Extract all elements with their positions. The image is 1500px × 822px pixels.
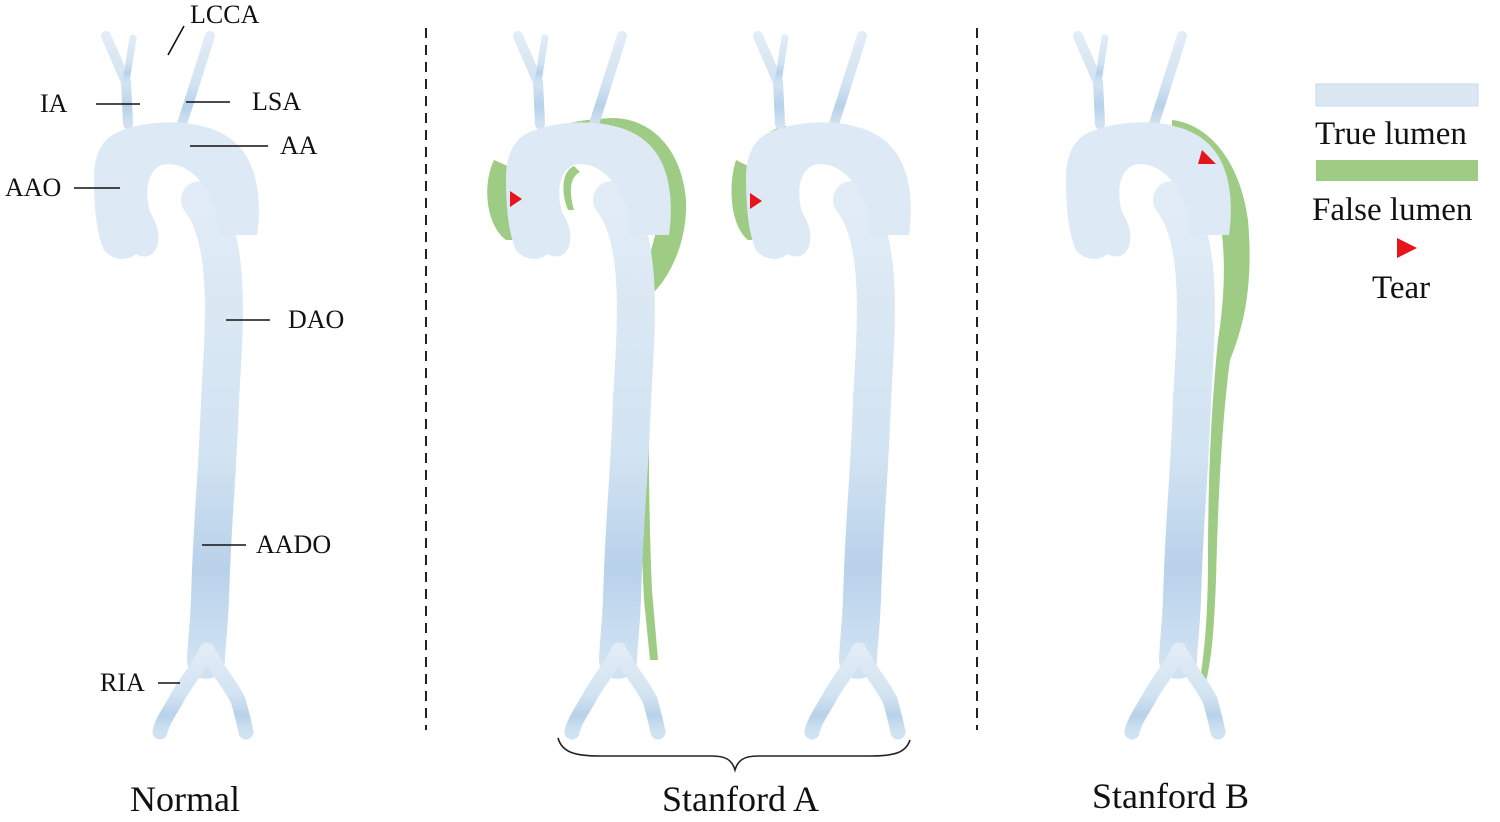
separators: [425, 28, 978, 730]
annotation-lines: [74, 25, 270, 684]
anatomy-labels: LCCA IA LSA AA AAO DAO AADO RIA: [5, 0, 344, 697]
label-lsa: LSA: [252, 87, 301, 116]
tear-marker-b: [1198, 150, 1216, 164]
legend-tear-icon: [1397, 238, 1417, 258]
legend-false-lumen-swatch: [1316, 160, 1478, 181]
legend-true-lumen-label: True lumen: [1315, 116, 1467, 152]
stanford-a-aorta-2: [732, 36, 911, 732]
label-aa: AA: [280, 131, 318, 160]
captions: Normal Stanford A Stanford B: [130, 776, 1249, 819]
legend: True lumen False lumen Tear: [1312, 83, 1479, 306]
caption-normal: Normal: [130, 779, 240, 817]
normal-aorta: [94, 36, 259, 732]
label-aao: AAO: [5, 173, 61, 202]
legend-true-lumen-swatch: [1315, 83, 1479, 107]
label-ria: RIA: [100, 668, 145, 697]
legend-false-lumen-label: False lumen: [1312, 192, 1472, 228]
caption-stanford-a: Stanford A: [662, 779, 819, 817]
stanford-a-aorta-1: [487, 36, 686, 732]
tear-marker-a2: [750, 193, 762, 209]
label-dao: DAO: [288, 305, 344, 334]
tear-marker-a1: [510, 191, 522, 207]
legend-tear-label: Tear: [1372, 270, 1430, 306]
stanford-b-aorta: [1066, 36, 1250, 732]
stanford-a-brace: [557, 737, 911, 773]
caption-stanford-b: Stanford B: [1092, 776, 1249, 816]
false-lumen-b: [1172, 120, 1250, 690]
label-lcca: LCCA: [190, 0, 260, 29]
label-aado: AADO: [256, 530, 331, 559]
label-ia: IA: [40, 89, 68, 118]
